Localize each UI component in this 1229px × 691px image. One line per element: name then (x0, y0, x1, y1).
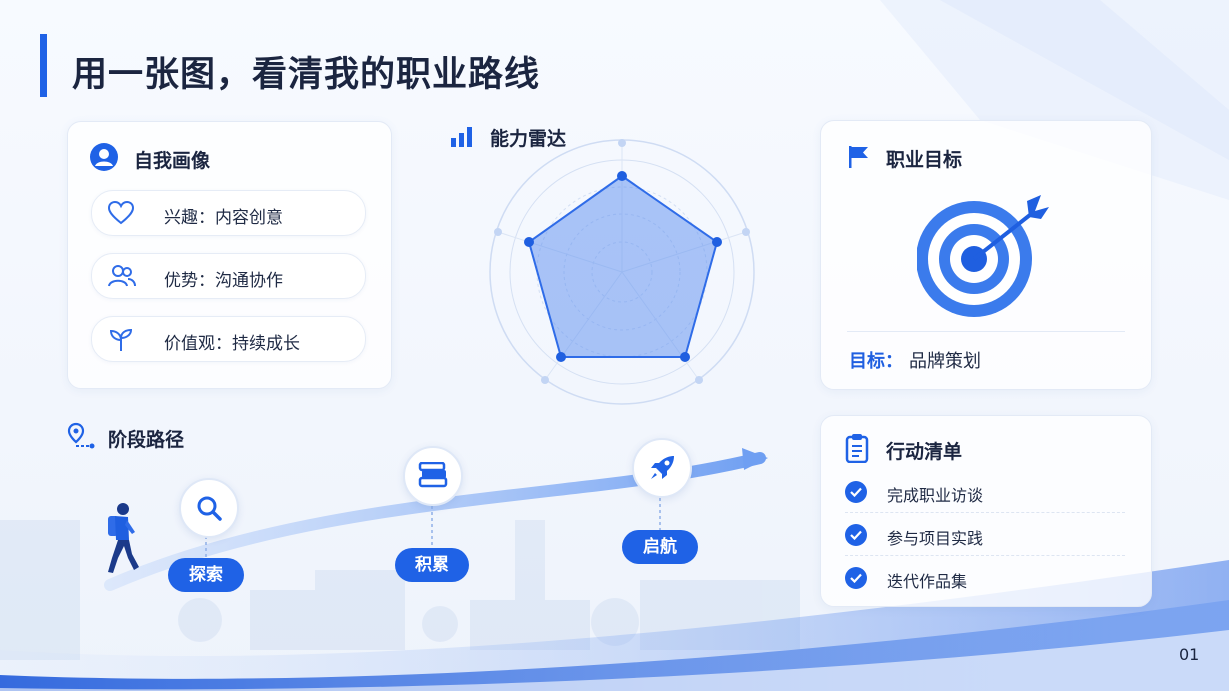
page-title: 用一张图，看清我的职业路线 (72, 55, 541, 95)
divider (845, 512, 1125, 513)
career-goal-card: 职业目标 目标： 品牌策划 (820, 120, 1152, 390)
check-icon (845, 524, 867, 546)
goal-value: 品牌策划 (909, 351, 981, 372)
radar-heading: 能力雷达 (490, 128, 567, 150)
stage-accumulate-button[interactable]: 积累 (395, 548, 469, 582)
self-portrait-card: 自我画像 兴趣：内容创意 优势：沟通协作 价值观：持续成长 (67, 121, 392, 389)
route-icon (66, 422, 96, 454)
stage-launch-button[interactable]: 启航 (622, 530, 698, 564)
radar-point (617, 171, 627, 181)
action-item-label: 迭代作品集 (887, 572, 968, 591)
action-item-label: 参与项目实践 (887, 529, 984, 548)
radar-axis-dot (742, 228, 750, 236)
bar-chart-icon (450, 126, 474, 152)
clipboard-icon (845, 433, 869, 467)
radar-area (527, 174, 719, 358)
stage-accumulate-marker (403, 446, 463, 506)
rocket-icon (651, 456, 674, 479)
target-icon (916, 193, 1059, 325)
path-heading: 阶段路径 (108, 429, 185, 451)
stage-launch-marker (632, 438, 692, 498)
radar-chart (489, 139, 755, 405)
action-list-heading: 行动清单 (886, 441, 963, 463)
books-icon (418, 462, 448, 488)
radar-point (524, 237, 534, 247)
heart-icon (107, 200, 135, 229)
stage-explore-button[interactable]: 探索 (168, 558, 244, 592)
values-label: 价值观：持续成长 (164, 334, 300, 354)
radar-axis-dot (695, 376, 703, 384)
radar-point (556, 352, 566, 362)
list-item: 兴趣：内容创意 (91, 190, 366, 236)
radar-axis-dot (541, 376, 549, 384)
user-circle-icon (90, 143, 118, 175)
divider (847, 331, 1125, 332)
career-goal-heading: 职业目标 (886, 149, 963, 171)
title-accent-bar (40, 34, 47, 97)
radar-point (712, 237, 722, 247)
flag-icon (847, 145, 871, 173)
list-item: 价值观：持续成长 (91, 316, 366, 362)
sprout-icon (108, 327, 134, 357)
stage-explore-marker (179, 478, 239, 538)
radar-axis-dot (494, 228, 502, 236)
list-item: 优势：沟通协作 (91, 253, 366, 299)
self-portrait-heading: 自我画像 (134, 150, 211, 172)
radar-axis-dot (618, 139, 626, 147)
check-icon (845, 481, 867, 503)
people-icon (108, 264, 136, 292)
goal-label: 目标： (849, 351, 903, 372)
page-number: 01 (1179, 645, 1200, 664)
interest-label: 兴趣：内容创意 (164, 208, 283, 228)
walking-person-icon (98, 500, 144, 584)
divider (845, 555, 1125, 556)
strength-label: 优势：沟通协作 (164, 271, 283, 291)
search-icon (197, 496, 222, 521)
action-item-label: 完成职业访谈 (887, 486, 984, 505)
radar-point (680, 352, 690, 362)
action-list-card: 行动清单 完成职业访谈 参与项目实践 迭代作品集 (820, 415, 1152, 607)
check-icon (845, 567, 867, 589)
